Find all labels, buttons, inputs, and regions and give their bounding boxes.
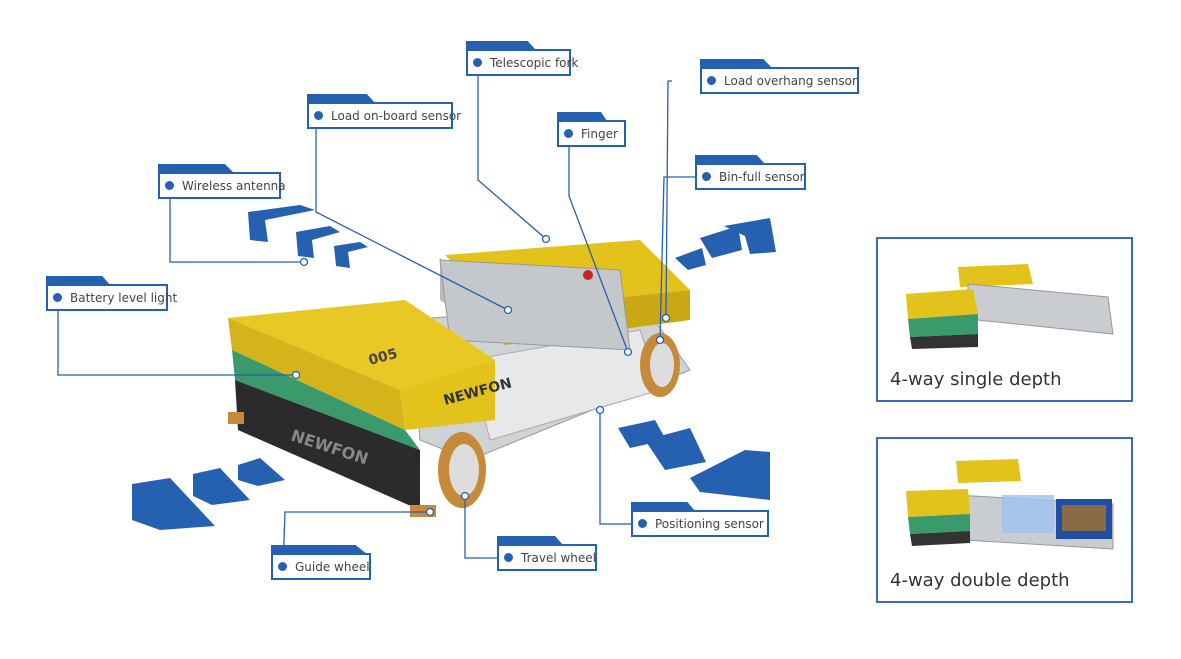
direction-arrows [132,205,776,530]
label-telescopic-fork: Telescopic fork [466,41,578,76]
dot-icon [504,553,513,562]
double-depth-image [906,459,1114,550]
mode-double-depth: 4-way double depth [876,437,1133,603]
label-text: Finger [581,126,618,141]
label-guide-wheel: Guide wheel [271,545,371,580]
dot-icon [707,76,716,85]
dot-icon [278,562,287,571]
dot-icon [165,181,174,190]
dot-icon [564,129,573,138]
label-load-overhang-sensor: Load overhang sensor [700,59,859,94]
label-text: Load on-board sensor [331,108,462,123]
label-text: Telescopic fork [490,55,579,70]
dot-icon [314,111,323,120]
label-bin-full-sensor: Bin-full sensor [695,155,806,190]
label-text: Wireless antenna [182,178,286,193]
dot-icon [473,58,482,67]
label-load-onboard-sensor: Load on-board sensor [307,94,461,129]
label-travel-wheel: Travel wheel [497,536,597,571]
dot-icon [53,293,62,302]
label-text: Battery level light [70,290,178,305]
mode-caption: 4-way single depth [890,369,1062,390]
model-number: 005 [367,346,399,369]
label-text: Positioning sensor [655,516,764,531]
label-positioning-sensor: Positioning sensor [631,502,769,537]
mode-caption: 4-way double depth [890,570,1070,591]
label-text: Bin-full sensor [719,169,805,184]
label-finger: Finger [557,112,626,147]
label-wireless-antenna: Wireless antenna [158,164,286,199]
mode-single-depth: 4-way single depth [876,237,1133,402]
dot-icon [638,519,647,528]
label-battery-level-light: Battery level light [46,276,177,311]
single-depth-image [906,264,1114,349]
label-text: Guide wheel [295,559,370,574]
label-text: Load overhang sensor [724,73,857,88]
label-text: Travel wheel [521,550,597,565]
dot-icon [702,172,711,181]
